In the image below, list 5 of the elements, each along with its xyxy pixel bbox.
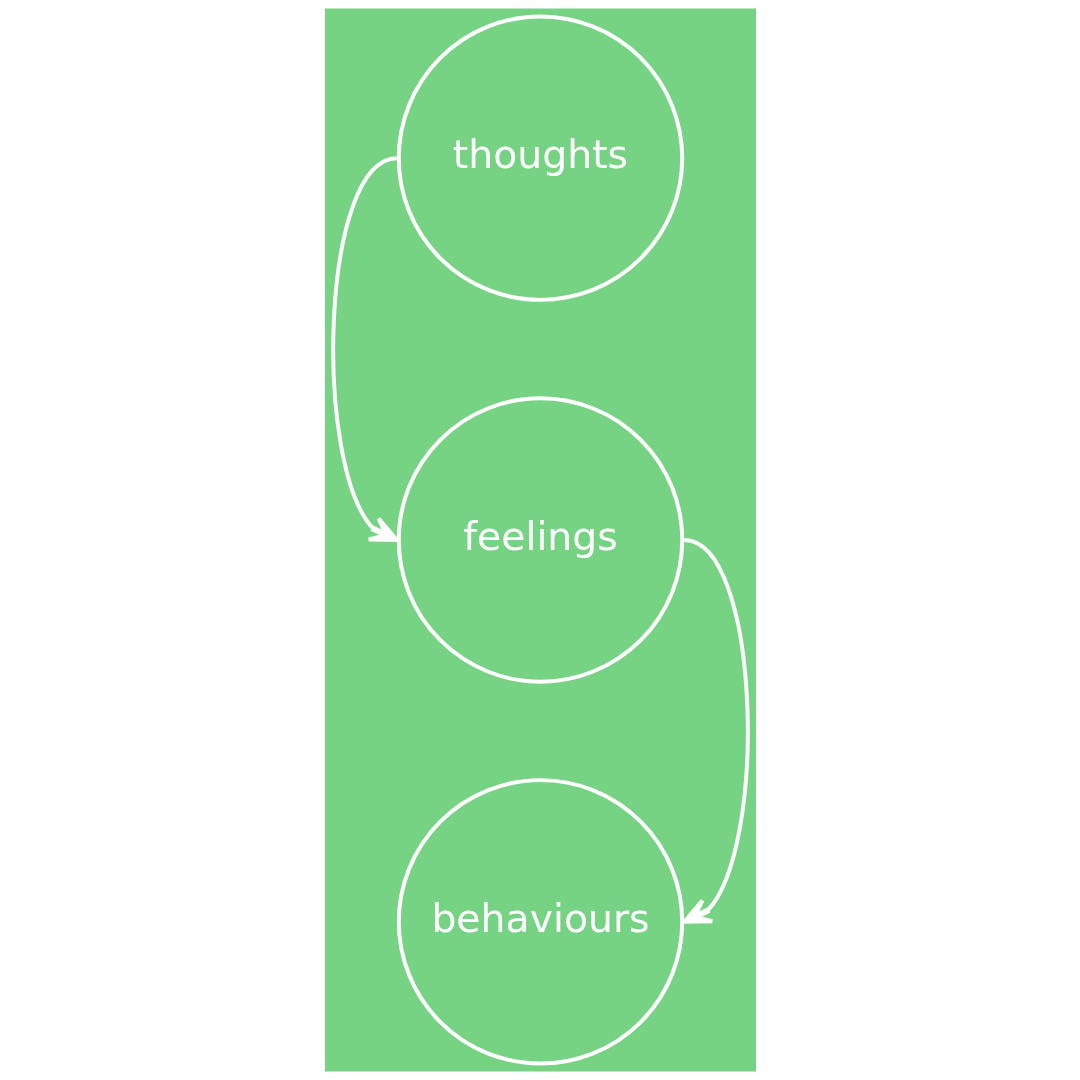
arrow bbox=[330, 156, 399, 542]
node-circle: thoughts bbox=[396, 14, 684, 302]
node-circle: feelings bbox=[396, 396, 684, 684]
arrow bbox=[681, 538, 750, 924]
node-circle: behaviours bbox=[396, 778, 684, 1066]
